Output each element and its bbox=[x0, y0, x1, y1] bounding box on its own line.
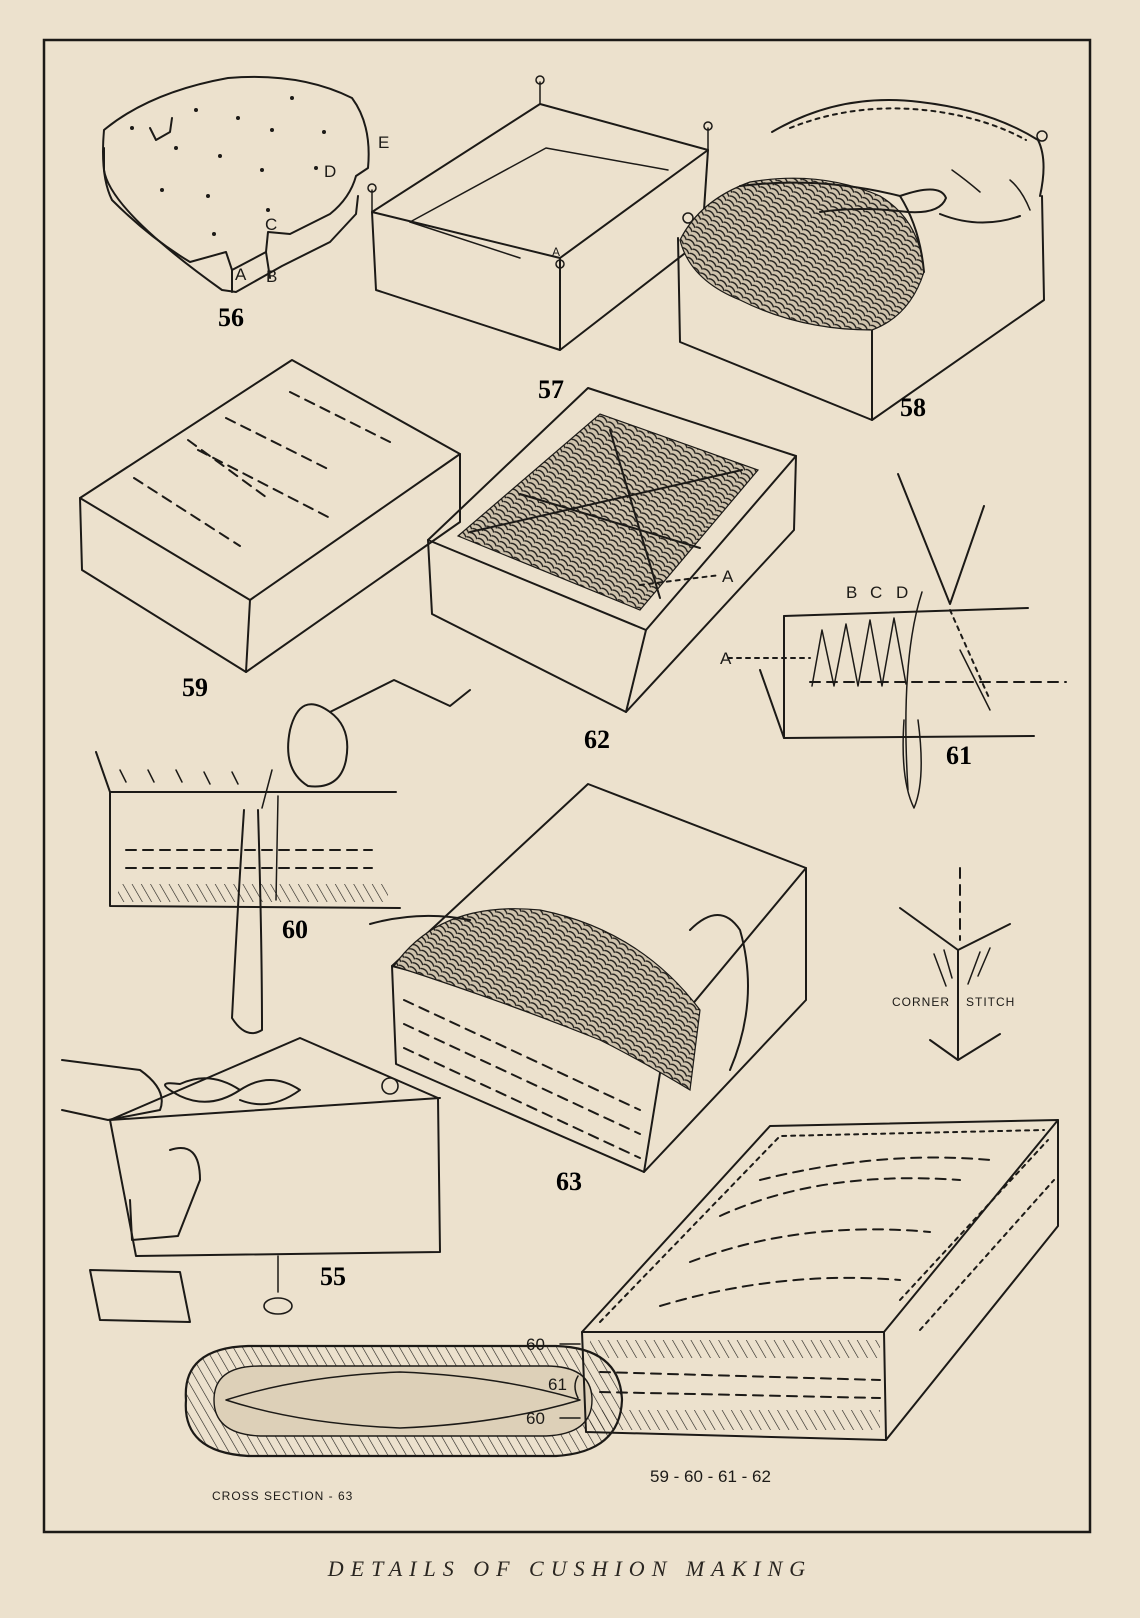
figure-number-61: 61 bbox=[946, 741, 972, 770]
figure-number-55: 55 bbox=[320, 1262, 346, 1291]
figure-56-pad-pattern: A B C D E 56 bbox=[102, 75, 389, 332]
figure-number-59: 59 bbox=[182, 673, 208, 702]
figure-number-62: 62 bbox=[584, 725, 610, 754]
figure-number-60: 60 bbox=[282, 915, 308, 944]
figure-55-tying-tufts: 55 bbox=[61, 1037, 441, 1323]
label-a-61: A bbox=[720, 649, 732, 668]
side-label-61: 61 bbox=[548, 1375, 567, 1394]
pad-tuft-dots bbox=[130, 96, 326, 236]
figure-61-stitch-detail: A B C D 61 bbox=[720, 473, 1067, 809]
label-e: E bbox=[378, 133, 389, 152]
label-a-57: A bbox=[552, 245, 561, 259]
figure-57-muslin-box: A 57 bbox=[367, 75, 713, 404]
label-c-61: C bbox=[870, 583, 882, 602]
corner-stitch-label-right: STITCH bbox=[966, 995, 1015, 1009]
side-label-60-bottom: 60 bbox=[526, 1409, 545, 1428]
label-b-61: B bbox=[846, 583, 857, 602]
figure-number-56: 56 bbox=[218, 303, 244, 332]
figure-cross-section-63: CROSS SECTION - 63 bbox=[184, 1344, 624, 1503]
figure-58-filling-hair: 58 bbox=[677, 99, 1048, 422]
figure-63-stuffing-cover: 63 bbox=[369, 783, 807, 1196]
figure-number-63: 63 bbox=[556, 1167, 582, 1196]
figure-corner-stitch: CORNER STITCH bbox=[892, 867, 1015, 1061]
label-d-61: D bbox=[896, 583, 908, 602]
plate-frame bbox=[42, 38, 1092, 1534]
label-a: A bbox=[235, 265, 247, 284]
label-c: C bbox=[265, 215, 277, 234]
figure-62-hair-layer: A 62 bbox=[427, 387, 797, 754]
figure-60-edge-sewing: 60 bbox=[95, 679, 471, 1034]
label-b: B bbox=[266, 267, 277, 286]
cross-section-label: CROSS SECTION - 63 bbox=[212, 1489, 353, 1503]
figure-number-58: 58 bbox=[900, 393, 926, 422]
plate-caption: DETAILS OF CUSHION MAKING bbox=[327, 1556, 813, 1581]
combined-ref-label: 59 - 60 - 61 - 62 bbox=[650, 1467, 771, 1486]
corner-stitch-label-left: CORNER bbox=[892, 995, 950, 1009]
label-a-62: A bbox=[722, 567, 734, 586]
figure-number-57: 57 bbox=[538, 375, 564, 404]
figure-combined-cushion: 60 61 60 59 - 60 - 61 - 62 bbox=[526, 1119, 1059, 1486]
label-d: D bbox=[324, 162, 336, 181]
side-label-60-top: 60 bbox=[526, 1335, 545, 1354]
figure-59-stitched-cushion: 59 bbox=[79, 359, 461, 702]
